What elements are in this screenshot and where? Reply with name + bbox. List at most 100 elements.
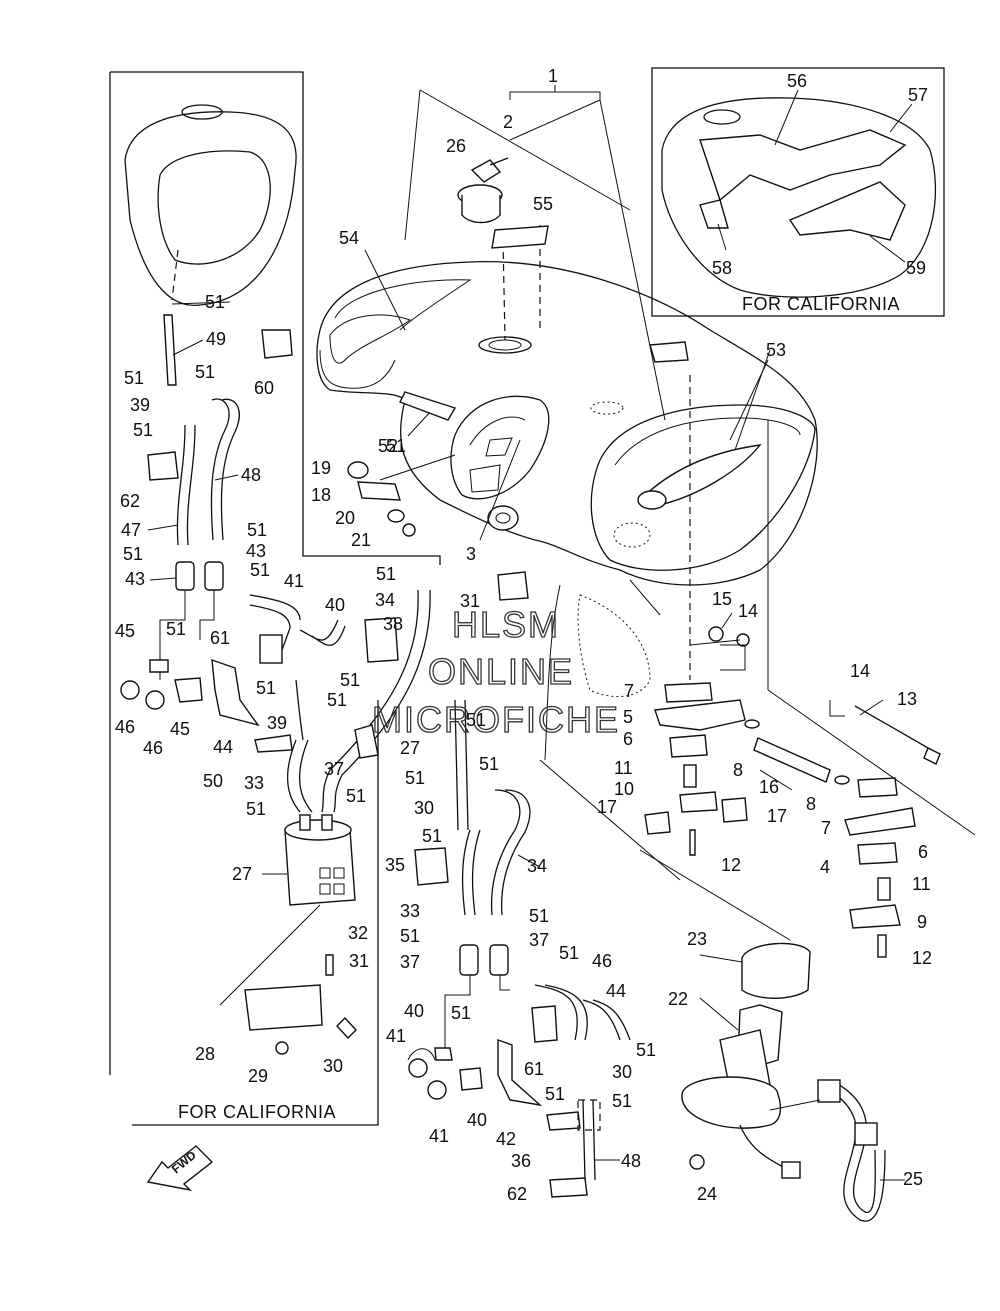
callout-17: 17: [597, 797, 617, 817]
callout-33: 33: [400, 901, 420, 921]
part-leaders: [147, 301, 905, 1181]
part-callouts: 1 2 3 4 5 6 6 7 7 8 8 9 10 11 11 12 12 1…: [115, 66, 932, 1204]
inset-tank-illustration: [661, 97, 937, 298]
callout-27: 27: [400, 738, 420, 758]
callout-4: 4: [820, 857, 830, 877]
tank-small-parts: [347, 391, 521, 541]
callout-55: 55: [533, 194, 553, 214]
callout-54: 54: [339, 228, 359, 248]
callout-40: 40: [404, 1001, 424, 1021]
callout-32: 32: [348, 923, 368, 943]
callout-27: 27: [232, 864, 252, 884]
callout-51: 51: [466, 710, 486, 730]
callout-31: 31: [460, 591, 480, 611]
callout-52: 52: [378, 436, 398, 456]
callout-15: 15: [712, 589, 732, 609]
california-system-note: FOR CALIFORNIA: [178, 1102, 336, 1122]
watermark-line-3: MICROFICHE: [372, 699, 620, 740]
callout-51: 51: [340, 670, 360, 690]
callout-43: 43: [246, 541, 266, 561]
callout-21: 21: [351, 530, 371, 550]
callout-3: 3: [466, 544, 476, 564]
callout-61: 61: [210, 628, 230, 648]
callout-10: 10: [614, 779, 634, 799]
callout-51: 51: [451, 1003, 471, 1023]
callout-23: 23: [687, 929, 707, 949]
callout-51: 51: [529, 906, 549, 926]
callout-62: 62: [507, 1184, 527, 1204]
callout-5: 5: [623, 707, 633, 727]
callout-59: 59: [906, 258, 926, 278]
callout-51: 51: [612, 1091, 632, 1111]
callout-51: 51: [559, 943, 579, 963]
callout-6: 6: [623, 729, 633, 749]
callout-22: 22: [668, 989, 688, 1009]
emission-center: [407, 571, 631, 1198]
callout-43: 43: [125, 569, 145, 589]
callout-44: 44: [606, 981, 626, 1001]
callout-40: 40: [467, 1110, 487, 1130]
callout-36: 36: [511, 1151, 531, 1171]
callout-6: 6: [918, 842, 928, 862]
callout-28: 28: [195, 1044, 215, 1064]
callout-16: 16: [759, 777, 779, 797]
callout-33: 33: [244, 773, 264, 793]
callout-11: 11: [614, 758, 633, 778]
callout-1: 1: [548, 66, 558, 86]
callout-60: 60: [254, 378, 274, 398]
callout-46: 46: [143, 738, 163, 758]
callout-26: 26: [446, 136, 466, 156]
callout-61: 61: [524, 1059, 544, 1079]
callout-51: 51: [636, 1040, 656, 1060]
callout-41: 41: [429, 1126, 449, 1146]
callout-34: 34: [375, 590, 395, 610]
fuel-tank: [316, 261, 976, 836]
callout-20: 20: [335, 508, 355, 528]
callout-38: 38: [383, 614, 403, 634]
callout-47: 47: [121, 520, 141, 540]
callout-45: 45: [170, 719, 190, 739]
callout-51: 51: [376, 564, 396, 584]
callout-51: 51: [195, 362, 215, 382]
callout-51: 51: [123, 544, 143, 564]
callout-34: 34: [527, 856, 547, 876]
callout-46: 46: [592, 951, 612, 971]
california-inset-note: FOR CALIFORNIA: [742, 294, 900, 314]
callout-57: 57: [908, 85, 928, 105]
california-inset-frame: [651, 67, 945, 317]
callout-42: 42: [496, 1129, 516, 1149]
callout-31: 31: [349, 951, 369, 971]
callout-51: 51: [346, 786, 366, 806]
fuel-pump-assembly: [639, 849, 886, 1222]
callout-44: 44: [213, 737, 233, 757]
warning-label: [491, 225, 549, 249]
callout-51: 51: [400, 926, 420, 946]
callout-51: 51: [479, 754, 499, 774]
callout-51: 51: [124, 368, 144, 388]
callout-49: 49: [206, 329, 226, 349]
callout-29: 29: [248, 1066, 268, 1086]
callout-25: 25: [903, 1169, 923, 1189]
california-emission-frame: [109, 71, 441, 1126]
callout-30: 30: [612, 1062, 632, 1082]
callout-35: 35: [385, 855, 405, 875]
callout-40: 40: [325, 595, 345, 615]
callout-62: 62: [120, 491, 140, 511]
callout-14: 14: [850, 661, 870, 681]
callout-51: 51: [166, 619, 186, 639]
callout-48: 48: [621, 1151, 641, 1171]
callout-48: 48: [241, 465, 261, 485]
callout-24: 24: [697, 1184, 717, 1204]
callout-8: 8: [806, 794, 816, 814]
charcoal-canister: [219, 814, 357, 1055]
callout-51: 51: [327, 690, 347, 710]
callout-12: 12: [912, 948, 932, 968]
callout-13: 13: [897, 689, 917, 709]
callout-11: 11: [912, 874, 931, 894]
callout-51: 51: [545, 1084, 565, 1104]
callout-51: 51: [246, 799, 266, 819]
callout-51: 51: [256, 678, 276, 698]
callout-18: 18: [311, 485, 331, 505]
callout-30: 30: [414, 798, 434, 818]
watermark: HLSM ONLINE MICROFICHE: [371, 603, 620, 740]
